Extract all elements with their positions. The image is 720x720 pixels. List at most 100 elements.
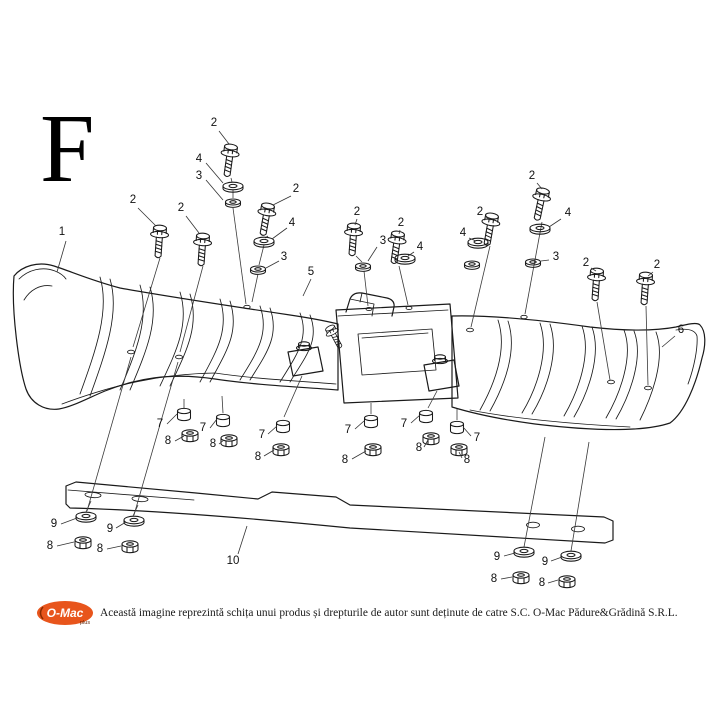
leader-line — [174, 435, 185, 442]
center-bracket-part — [287, 292, 460, 404]
copyright-text: Această imagine reprezintă schița unui p… — [100, 607, 678, 619]
callout-number: 3 — [281, 251, 287, 263]
leader-line — [354, 420, 365, 430]
leader-line — [647, 271, 654, 277]
callout-number: 10 — [227, 555, 240, 567]
leader-line — [205, 162, 224, 184]
callout-number: 4 — [196, 153, 203, 165]
callout-number: 2 — [654, 259, 660, 271]
leader-line — [468, 237, 477, 242]
left-baffle-part — [12, 263, 339, 410]
callout-number: 8 — [255, 451, 261, 463]
assembly-lines — [85, 177, 649, 552]
nuts — [74, 429, 576, 589]
callout-number: 2 — [477, 206, 483, 218]
callout-number: 7 — [200, 422, 206, 434]
leader-line — [367, 246, 378, 262]
mounting-bar-part — [65, 481, 614, 544]
callout-number: 3 — [553, 251, 559, 263]
callout-number: 9 — [107, 523, 113, 535]
callout-number: 2 — [583, 257, 589, 269]
leader-line — [205, 179, 224, 201]
callout-number: 5 — [308, 266, 314, 278]
logo-badge — [37, 601, 93, 625]
figure-letter: F — [40, 95, 95, 203]
callout-number: 2 — [178, 202, 184, 214]
leader-line — [56, 541, 75, 547]
spacers — [176, 407, 465, 435]
callout-number: 7 — [259, 429, 265, 441]
callout-number: 8 — [97, 543, 103, 555]
callout-number: 3 — [380, 235, 386, 247]
callout-number: 8 — [464, 454, 470, 466]
callout-number: 4 — [417, 241, 424, 253]
omac-logo: O-Mac plus — [36, 600, 96, 626]
callout-number: 4 — [565, 207, 572, 219]
callout-number: 2 — [130, 194, 136, 206]
callout-number: 2 — [293, 183, 299, 195]
leader-line — [56, 240, 67, 273]
callout-number: 8 — [210, 438, 216, 450]
leader-line — [185, 215, 200, 234]
callout-number: 2 — [354, 206, 360, 218]
callout-number: 7 — [401, 418, 407, 430]
leader-line — [60, 517, 78, 525]
callout-number: 8 — [165, 435, 171, 447]
leader-line — [137, 207, 157, 227]
leader-line — [106, 545, 122, 550]
leader-line — [590, 267, 597, 272]
leader-line — [462, 426, 472, 437]
leader-line — [423, 439, 429, 448]
leader-line — [548, 218, 562, 228]
leader-line — [500, 576, 513, 580]
leader-line — [263, 449, 275, 457]
leader-line — [115, 521, 127, 529]
leader-line — [458, 451, 463, 459]
leader-line — [398, 229, 401, 235]
leader-line — [218, 439, 225, 445]
callout-number: 7 — [157, 418, 163, 430]
right-baffle-part — [451, 314, 706, 431]
leader-line — [661, 335, 676, 348]
leader-line — [166, 413, 178, 425]
footer: O-Mac plus Această imagine reprezintă sc… — [0, 596, 720, 630]
callout-number: 8 — [416, 442, 422, 454]
callout-number: 1 — [59, 226, 65, 238]
logo-suffix: plus — [80, 620, 90, 626]
leader-line — [209, 418, 218, 429]
logo-text: O-Mac — [47, 606, 84, 620]
callout-number: 8 — [539, 577, 545, 589]
leader-line — [550, 556, 563, 562]
callout-number: 2 — [211, 117, 217, 129]
callout-number: 9 — [494, 551, 500, 563]
callout-number: 2 — [529, 170, 535, 182]
callout-number: 4 — [289, 217, 296, 229]
leader-line — [267, 425, 278, 435]
callout-number: 9 — [542, 556, 548, 568]
leader-line — [237, 525, 248, 555]
leader-line — [547, 579, 559, 584]
leader-line — [536, 182, 543, 190]
callout-number: 8 — [491, 573, 497, 585]
callout-number: 3 — [196, 170, 202, 182]
leader-line — [540, 259, 550, 262]
leader-line — [503, 552, 516, 557]
logo-swirl — [39, 606, 44, 620]
leader-line — [354, 218, 358, 226]
callout-number: 7 — [474, 432, 480, 444]
callout-number: 2 — [398, 217, 404, 229]
callout-number: 6 — [678, 324, 684, 336]
leader-line — [485, 216, 492, 221]
callout-number: 8 — [47, 540, 53, 552]
flat-washers — [222, 181, 551, 265]
leader-line — [351, 450, 367, 460]
leader-line — [302, 278, 312, 297]
callout-number: 9 — [51, 518, 57, 530]
leader-line — [272, 195, 292, 206]
leader-line — [410, 414, 421, 424]
callout-number: 8 — [342, 454, 348, 466]
leader-line — [218, 130, 230, 145]
